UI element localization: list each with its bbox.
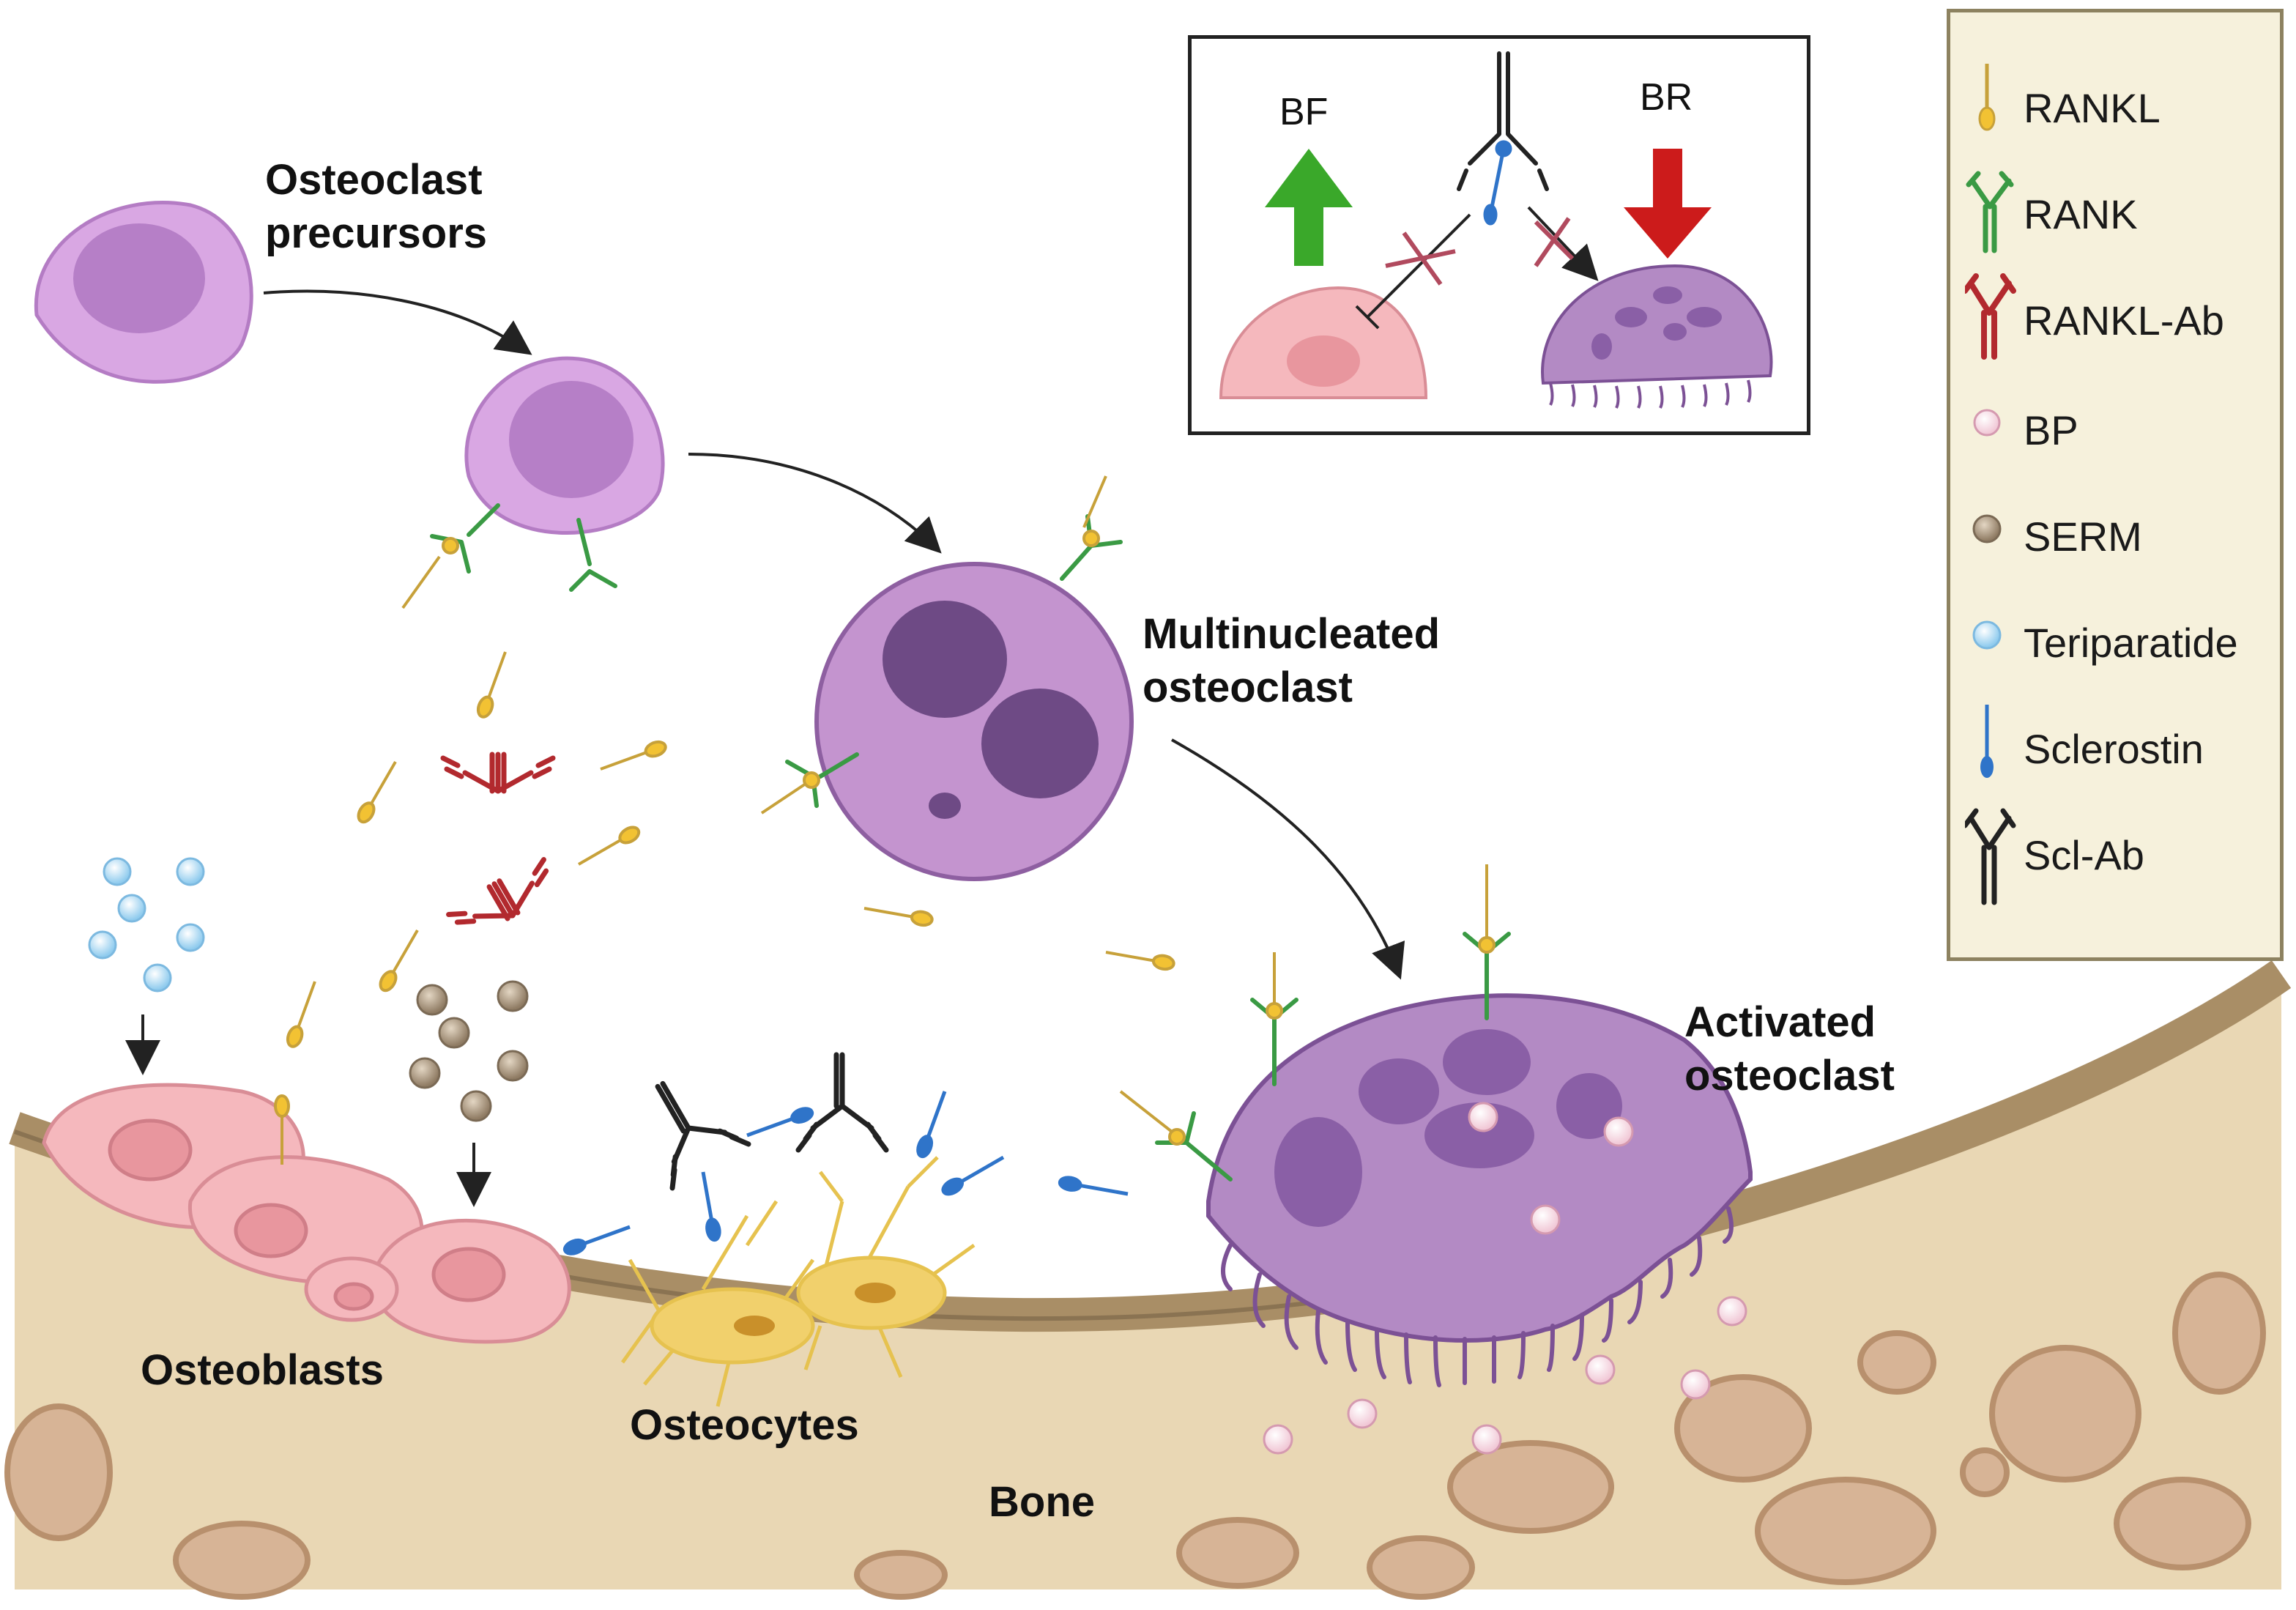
inset-scl-ab-icon [1457, 51, 1549, 191]
legend-label: BP [2024, 407, 2078, 453]
legend-item-bp: BP [1965, 379, 2273, 474]
osteoclast-precursor-1 [34, 201, 253, 384]
block-cross-icon-2 [1534, 217, 1575, 267]
scl-ab-icon [1965, 808, 2016, 905]
label-osteocytes: Osteocytes [630, 1401, 859, 1449]
rankl-ligands [274, 651, 1175, 1165]
osteocyte-cells [620, 1156, 976, 1407]
legend-label: RANKL-Ab [2024, 297, 2224, 344]
legend-item-scl-ab: Scl-Ab [1965, 804, 2273, 905]
inset-label-br: BR [1640, 76, 1693, 119]
block-cross-icon [1385, 231, 1456, 286]
sclerostin-molecules [562, 1091, 1129, 1255]
legend-label: RANKL [2024, 85, 2161, 131]
legend-item-teriparatide: Teriparatide [1965, 591, 2273, 686]
label-osteoclast-precursors: Osteoclast precursors [265, 156, 488, 257]
mechanism-inset: BF BR [1188, 35, 1810, 435]
legend-label: Teriparatide [2024, 620, 2238, 666]
legend-label: SERM [2024, 513, 2142, 560]
teriparatide-particles [88, 857, 205, 993]
bp-icon [1973, 409, 2001, 437]
multinucleated-osteoclast [814, 562, 1134, 881]
label-osteoblasts: Osteoblasts [141, 1346, 384, 1394]
legend-label: Scl-Ab [2024, 832, 2144, 878]
legend-item-rankl-ab: RANKL-Ab [1965, 269, 2273, 364]
label-bone: Bone [989, 1478, 1095, 1526]
osteoblast-cells [42, 1083, 571, 1344]
inset-label-bf: BF [1279, 91, 1329, 133]
serm-icon [1972, 514, 2002, 544]
rank-icon [1966, 171, 2014, 253]
label-multinucleated-osteoclast: Multinucleated osteoclast [1143, 610, 1441, 711]
activated-osteoclast [1206, 993, 1753, 1387]
rankl-icon [1978, 64, 1996, 131]
osteoclast-precursor-2 [464, 356, 665, 535]
legend-item-rankl: RANKL [1965, 56, 2273, 152]
process-arrows [125, 289, 1405, 1207]
serm-particles [409, 980, 529, 1122]
legend-label: Sclerostin [2024, 726, 2204, 772]
sclerostin-icon [1980, 705, 1994, 778]
scl-antibodies [655, 1052, 889, 1191]
legend-panel: RANKL RANK RANKL-Ab BP SERM Teriparatide… [1947, 9, 2284, 961]
up-arrow-icon [1265, 149, 1353, 266]
legend-item-rank: RANK [1965, 163, 2273, 258]
down-arrow-icon [1624, 149, 1712, 259]
rankl-antibodies [440, 752, 556, 925]
legend-item-sclerostin: Sclerostin [1965, 697, 2273, 793]
teriparatide-icon [1972, 620, 2002, 650]
rank-bound-rankl [401, 475, 1496, 1146]
legend-label: RANK [2024, 191, 2138, 237]
legend-item-serm: SERM [1965, 485, 2273, 580]
rankl-ab-icon [1965, 273, 2016, 360]
label-activated-osteoclast: Activated osteoclast [1684, 998, 1895, 1099]
bp-particles [1263, 1102, 1747, 1455]
inset-art [1219, 51, 1773, 409]
